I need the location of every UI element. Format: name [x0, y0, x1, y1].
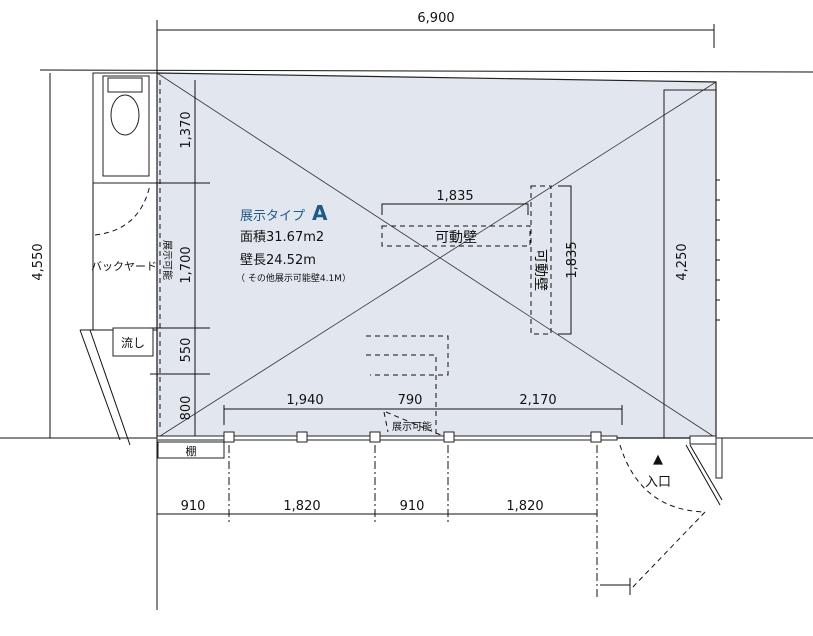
grid-line	[39, 69, 813, 73]
dim-left-1: 1,370	[179, 111, 194, 148]
movable-wall-label: 可動壁	[435, 230, 477, 246]
dim-front-outer-3: 910	[400, 499, 425, 514]
dim-movable-h: 1,835	[436, 189, 473, 204]
backyard-label: バックヤード	[91, 260, 157, 273]
dim-front-outer-2: 1,820	[283, 499, 320, 514]
dim-left-2: 1,700	[179, 246, 194, 283]
dim-total-depth: 4,550	[31, 243, 46, 280]
backyard-area: バックヤード 流し	[79, 72, 158, 446]
dim-front-inner-3: 2,170	[519, 393, 556, 408]
wall-length-text: 壁長24.52m	[240, 253, 316, 268]
display-ok-front: 展示可能	[392, 420, 432, 433]
entrance-door[interactable]	[600, 444, 723, 595]
note-text: （ その他展示可能壁4.1M）	[236, 272, 351, 284]
dim-total-width: 6,900	[417, 11, 454, 26]
shelf	[157, 441, 225, 459]
movable-wall-label-v: 可動壁	[532, 249, 548, 291]
sink-label: 流し	[121, 336, 145, 350]
dim-front-outer-4: 1,820	[506, 499, 543, 514]
movable-wall-horizontal[interactable]	[381, 225, 531, 247]
dim-left-4: 800	[179, 396, 194, 421]
dimension-line	[381, 203, 529, 215]
movable-wall-vertical[interactable]	[530, 185, 552, 335]
diagonal-line	[156, 81, 717, 439]
door-swing	[383, 411, 449, 439]
dim-right-wall: 4,250	[675, 243, 690, 280]
entrance-label: 入口	[645, 475, 671, 490]
grid-lines-front	[228, 445, 598, 600]
area-text: 面積31.67m2	[240, 230, 324, 245]
dim-front-outer-1: 910	[181, 499, 206, 514]
dim-front-inner-1: 1,940	[286, 393, 323, 408]
window-ticks	[716, 179, 720, 321]
diagonal-line	[156, 72, 717, 439]
dim-left-3: 550	[179, 338, 194, 363]
toilet-icon	[110, 94, 140, 136]
sink	[112, 327, 154, 357]
type-label: 展示タイプ	[240, 209, 305, 224]
dimension-line	[558, 185, 572, 335]
dim-front-inner-2: 790	[398, 393, 423, 408]
display-stand-outline	[366, 335, 449, 376]
display-ok-left: 展示可能	[161, 240, 174, 280]
front-wall	[156, 431, 723, 479]
dim-movable-v: 1,835	[565, 241, 580, 278]
type-letter: A	[312, 201, 328, 225]
shelf-label: 棚	[186, 444, 197, 458]
entrance-arrow-icon: ▲	[653, 452, 663, 467]
